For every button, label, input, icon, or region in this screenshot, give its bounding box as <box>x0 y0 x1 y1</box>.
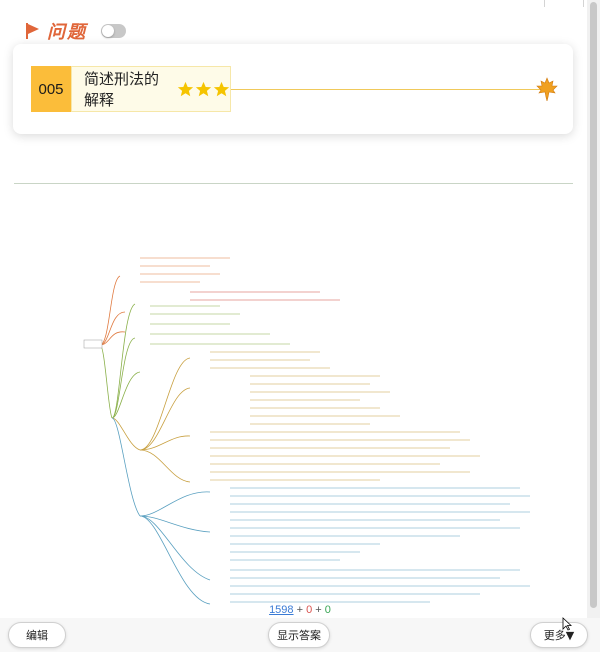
count-new[interactable]: 1598 <box>269 604 294 616</box>
mindmap-image <box>83 257 530 605</box>
edit-button[interactable]: 编辑 <box>8 622 66 648</box>
mouse-cursor-icon <box>562 617 572 631</box>
question-title-box: 简述刑法的解释 <box>71 66 231 112</box>
count-learning: 0 <box>306 604 313 616</box>
question-card: 005 简述刑法的解释 <box>13 44 573 134</box>
plus-sign: + <box>315 604 322 616</box>
section-divider <box>14 183 573 184</box>
section-header: 问题 <box>25 20 126 43</box>
star-icon <box>213 81 230 96</box>
maple-leaf-icon <box>536 77 558 101</box>
plus-sign: + <box>296 604 304 616</box>
title-rule <box>231 89 543 90</box>
toggle-switch[interactable] <box>101 24 126 38</box>
question-number: 005 <box>31 66 71 112</box>
star-rating <box>176 81 230 98</box>
show-answer-button[interactable]: 显示答案 <box>268 622 330 648</box>
section-title: 问题 <box>47 22 87 43</box>
toggle-knob <box>102 25 114 37</box>
star-icon <box>195 81 212 96</box>
flag-icon <box>25 23 39 39</box>
scrollbar-thumb[interactable] <box>590 2 597 608</box>
vertical-scrollbar[interactable] <box>587 0 600 618</box>
top-edge <box>0 0 587 16</box>
more-button[interactable]: 更多▼ <box>530 622 588 648</box>
card-content-area: 问题 005 简述刑法的解释 <box>0 0 587 605</box>
star-icon <box>177 81 194 96</box>
question-title: 简述刑法的解释 <box>84 70 160 109</box>
count-review: 0 <box>324 604 331 616</box>
review-counts: 1598 + 0 + 0 <box>0 604 600 616</box>
